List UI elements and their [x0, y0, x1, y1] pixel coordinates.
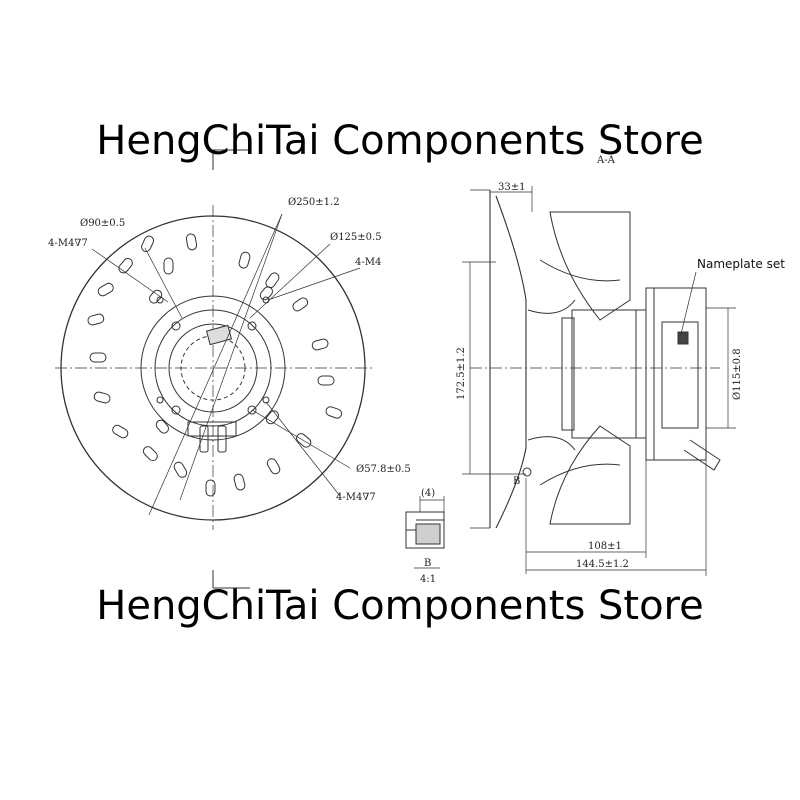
dim-172: 172.5±1.2: [456, 347, 467, 400]
dim-108: 108±1: [588, 541, 622, 552]
dim-dia-90: Ø90±0.5: [80, 218, 125, 229]
front-view: [55, 149, 372, 589]
blade-slots: [87, 233, 343, 497]
mount-hole: [171, 321, 181, 331]
dim-dia-57: Ø57.8±0.5: [356, 464, 411, 475]
dim-115: Ø115±0.8: [732, 348, 743, 400]
section-label: A-A: [596, 155, 616, 166]
motor-flange: [561, 317, 575, 431]
detail-view: [405, 496, 445, 569]
dim-dia-outer: Ø250±1.2: [288, 197, 340, 208]
nameplate-box: [661, 321, 699, 429]
detail-marker: B: [513, 476, 520, 487]
m4-hole: [156, 296, 164, 304]
detail-label: B: [424, 558, 431, 569]
dim-4: (4): [421, 488, 435, 499]
blade-outline-bottom: [549, 425, 631, 525]
dim-holes-bottom: 4-M4∇7: [336, 492, 376, 503]
dim-dia-125: Ø125±0.5: [330, 232, 382, 243]
detail-scale: 4:1: [420, 574, 436, 585]
watermark-bottom: HengChiTai Components Store: [96, 583, 704, 629]
mount-hole: [247, 405, 257, 415]
back-shroud: [489, 190, 527, 529]
detail-profile: [405, 511, 445, 549]
section-marker-top: [212, 149, 250, 170]
m4-hole: [156, 396, 164, 404]
section-marker-bottom: [212, 570, 250, 589]
blade-outline-top: [549, 211, 631, 321]
nameplate-mark: [677, 331, 689, 345]
hub-label-plate: [205, 324, 233, 346]
motor-cap: [645, 287, 707, 461]
motor-body: [571, 309, 647, 439]
dim-holes-top-left: 4-M4∇7: [48, 238, 88, 249]
mount-hole: [247, 321, 257, 331]
cable-box: [187, 421, 237, 437]
cable: [683, 439, 721, 471]
watermark-top: HengChiTai Components Store: [96, 118, 704, 164]
dim-144: 144.5±1.2: [576, 559, 629, 570]
dim-33: 33±1: [498, 182, 525, 193]
cable-plug-2: [217, 425, 227, 453]
cable-plug-1: [199, 425, 209, 453]
detail-b-circle: [522, 467, 532, 477]
nameplate-label: Nameplate set: [697, 257, 785, 271]
dim-holes-top-right: 4-M4: [355, 257, 381, 268]
m4-hole: [262, 396, 270, 404]
mount-hole: [171, 405, 181, 415]
section-view: [462, 186, 736, 576]
